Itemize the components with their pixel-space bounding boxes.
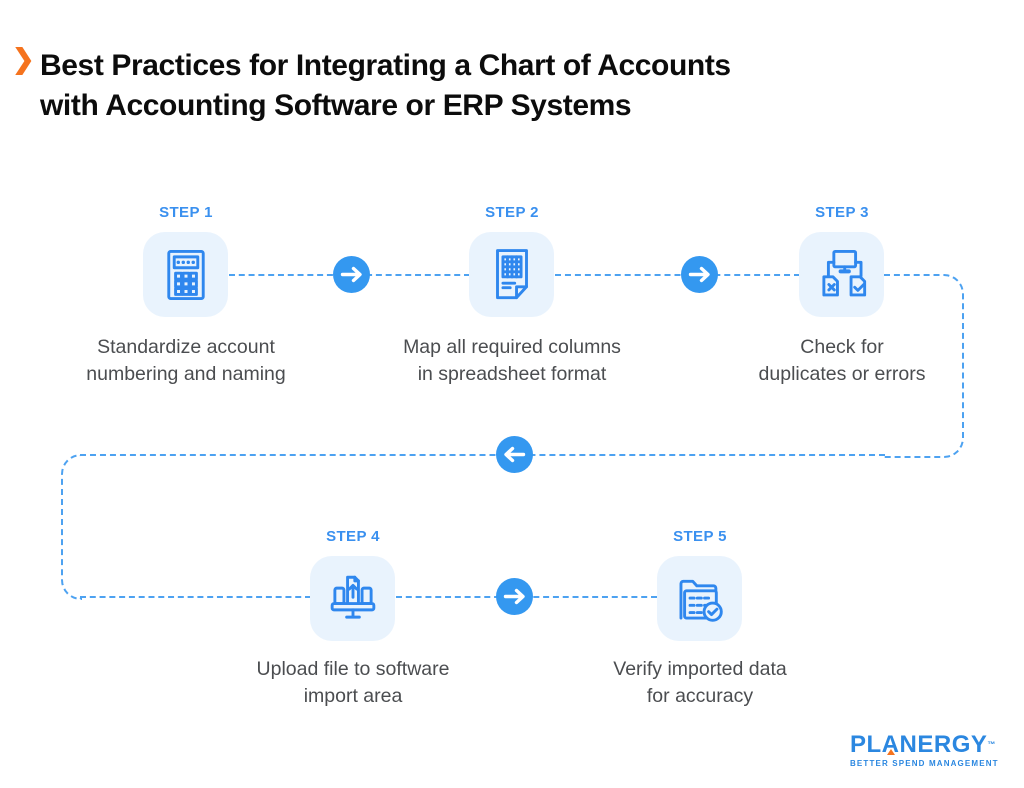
planergy-tagline: BETTER SPEND MANAGEMENT: [850, 759, 999, 768]
step-2-description-line-2: in spreadsheet format: [417, 363, 607, 385]
flow-arrow-return: [496, 436, 533, 473]
page-title-line-1: Best Practices for Integrating a Chart o…: [40, 49, 731, 82]
brand-letter-a-orange-accent: A: [881, 731, 900, 758]
page-title: Best Practices for Integrating a Chart o…: [40, 46, 980, 126]
brand-text-post: NERGY: [899, 731, 988, 758]
step-3-label: STEP 3: [815, 204, 869, 221]
flow-arrow-step2-step3: [681, 256, 718, 293]
flow-arrow-step1-step2: [333, 256, 370, 293]
step-2-icon-tile: [469, 232, 554, 317]
arrow-left-icon: [504, 446, 526, 463]
step-4-label: STEP 4: [326, 528, 380, 545]
step-5-icon-tile: [657, 556, 742, 641]
step-3-icon-tile: [799, 232, 884, 317]
step-1-description-line-1: Standardize account: [97, 336, 275, 358]
step-4-description-line-2: import area: [303, 685, 403, 707]
step-4-description: Upload file to software import area: [213, 656, 493, 710]
step-5-description: Verify imported data for accuracy: [560, 656, 840, 710]
step-2-description: Map all required columns in spreadsheet …: [372, 334, 652, 388]
step-3-description-line-1: Check for: [800, 336, 884, 358]
step-4-description-line-1: Upload file to software: [256, 658, 450, 680]
planergy-logo: PLANERGY™ BETTER SPEND MANAGEMENT: [850, 732, 1000, 769]
chevron-bullet-icon: ❯: [12, 44, 35, 74]
connector-return-left: [61, 454, 82, 600]
step-5-description-line-1: Verify imported data: [613, 658, 787, 680]
step-3-description: Check for duplicates or errors: [702, 334, 982, 388]
connector-line: [555, 274, 800, 276]
connector-return-right: [884, 274, 964, 458]
step-5-description-line-2: for accuracy: [646, 685, 754, 707]
step-3-description-line-2: duplicates or errors: [758, 363, 926, 385]
spreadsheet-document-icon: [495, 248, 528, 299]
step-1-description-line-2: numbering and naming: [86, 363, 286, 385]
page-title-line-2: with Accounting Software or ERP Systems: [40, 89, 632, 122]
step-5-label: STEP 5: [673, 528, 727, 545]
calculator-icon: [166, 249, 205, 300]
arrow-right-icon: [340, 266, 362, 283]
step-2-label: STEP 2: [485, 204, 539, 221]
arrow-right-icon: [503, 588, 525, 605]
step-1-description: Standardize account numbering and naming: [46, 334, 326, 388]
connector-line: [80, 596, 311, 598]
arrow-right-icon: [688, 266, 710, 283]
step-1-label: STEP 1: [159, 204, 213, 221]
folder-verified-icon: [679, 579, 723, 622]
step-1-icon-tile: [143, 232, 228, 317]
connector-line: [80, 454, 885, 456]
flow-arrow-step4-step5: [496, 578, 533, 615]
duplicate-check-documents-icon: [821, 249, 866, 296]
step-4-icon-tile: [310, 556, 395, 641]
brand-text-pre: PL: [850, 731, 882, 758]
planergy-brand-text: PLANERGY™: [850, 732, 1000, 758]
step-2-description-line-1: Map all required columns: [403, 336, 621, 358]
upload-to-computer-icon: [330, 575, 375, 619]
trademark-symbol: ™: [987, 740, 996, 749]
